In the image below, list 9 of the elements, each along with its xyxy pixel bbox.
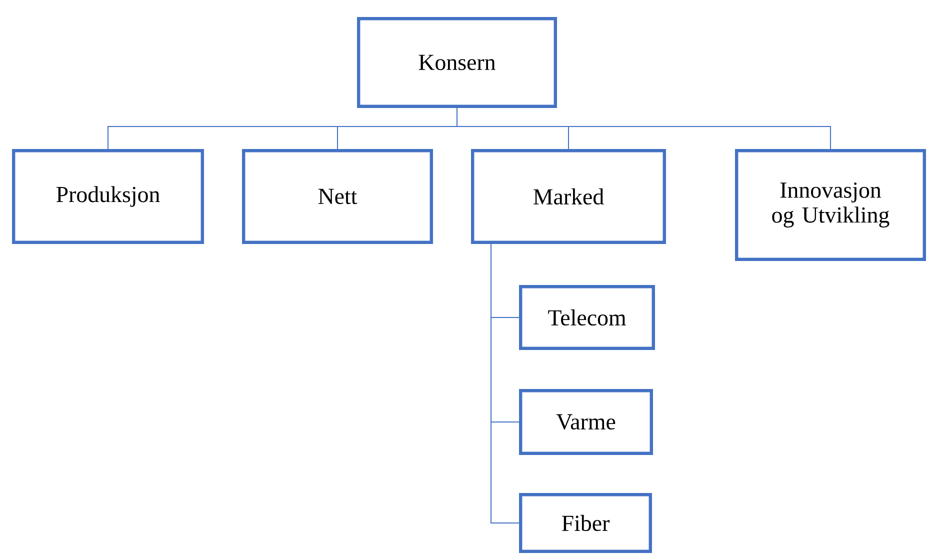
unit-box: Nett	[242, 149, 434, 244]
unit-box: Konsern	[357, 17, 557, 108]
unit-box: Produksjon	[12, 149, 204, 244]
unit-box: Innovasjon og Utvikling	[735, 149, 926, 261]
unit-box: Telecom	[519, 285, 655, 350]
connector-line	[490, 244, 520, 524]
unit-box: Marked	[471, 149, 666, 244]
unit-box: Varme	[519, 389, 653, 455]
unit-box: Fiber	[519, 493, 652, 553]
